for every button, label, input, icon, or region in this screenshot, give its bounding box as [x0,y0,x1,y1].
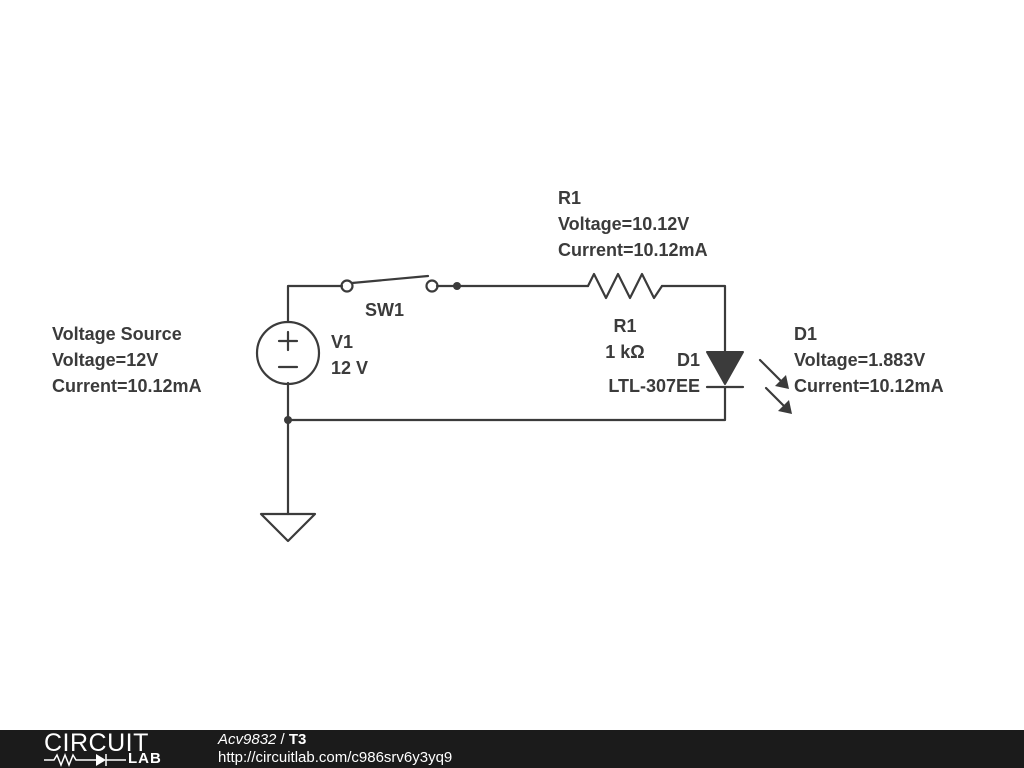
credit-separator: / [276,731,289,748]
resistor-value: 1 kΩ [605,342,644,362]
resistor-info-line-1: R1 [558,188,581,208]
footer-bar: CIRCUIT LAB Acv9832 / T3 http://circuitl… [0,730,1024,768]
source-ref: V1 [331,332,353,352]
resistor-info-line-3: Current=10.12mA [558,240,708,260]
logo-circuit-symbol-icon [44,753,126,767]
resistor-info: R1 Voltage=10.12V Current=10.12mA [558,188,708,260]
light-emission-arrows-icon [758,358,792,414]
led-info-line-1: D1 [794,324,817,344]
switch-sw1[interactable] [340,274,462,293]
voltage-source-v1[interactable] [255,320,321,386]
source-info-line-3: Current=10.12mA [52,376,202,396]
source-info-line-1: Voltage Source [52,324,182,344]
wire-top-left [286,284,344,324]
resistor-ref: R1 [613,316,636,336]
junction-dot [453,282,461,290]
ground-icon[interactable] [259,512,317,543]
logo-text-circuit: CIRCUIT [44,729,149,757]
circuit-url[interactable]: http://circuitlab.com/c986srv6y3yq9 [218,749,453,766]
wires [286,284,727,516]
source-info: Voltage Source Voltage=12V Current=10.12… [52,324,202,396]
circuit-schematic: Voltage Source Voltage=12V Current=10.12… [52,188,944,543]
wire-resistor-to-led [660,284,727,354]
author-link[interactable]: Acv9832 [218,731,277,748]
plus-icon [277,330,299,352]
switch-ref: SW1 [365,300,404,320]
source-info-line-2: Voltage=12V [52,350,158,370]
wire-led-to-bottom [286,386,727,422]
led-info-line-3: Current=10.12mA [794,376,944,396]
junction-dot-bottom [284,416,292,424]
led-triangle [706,351,744,385]
led-part: LTL-307EE [608,376,700,396]
circuit-title[interactable]: T3 [288,731,307,748]
led-info: D1 Voltage=1.883V Current=10.12mA [794,324,944,396]
led-ref: D1 [677,350,700,370]
resistor-r1[interactable] [586,272,664,300]
footer-credit: Acv9832 / T3 [218,731,306,748]
led-info-line-2: Voltage=1.883V [794,350,925,370]
led-d1[interactable] [705,351,792,414]
logo-text-lab: LAB [128,750,162,767]
resistor-info-line-2: Voltage=10.12V [558,214,689,234]
source-value: 12 V [331,358,368,378]
